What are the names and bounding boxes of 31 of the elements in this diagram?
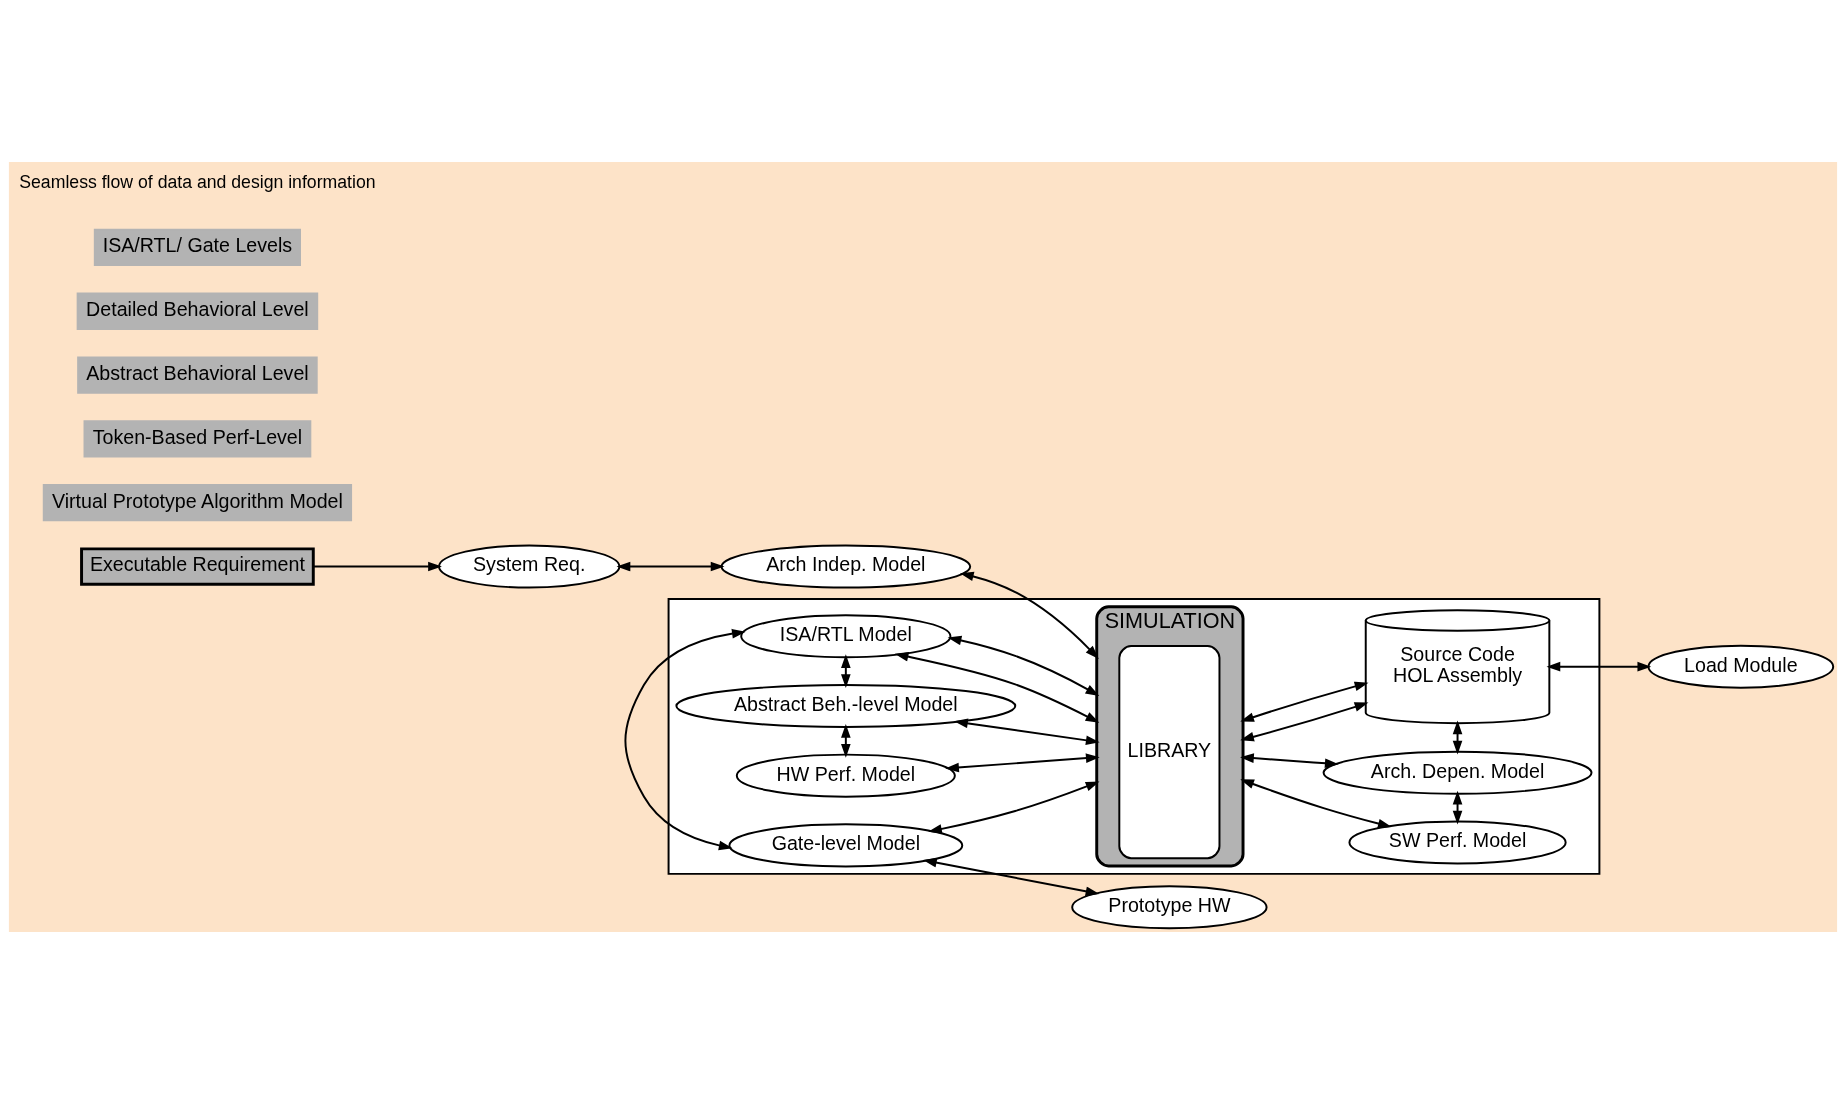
arrow bbox=[624, 628, 746, 851]
arrow bbox=[923, 857, 1100, 897]
node-ellipse: HW Perf. Model bbox=[735, 753, 956, 798]
arrow bbox=[1452, 720, 1463, 755]
node-box: LIBRARY bbox=[1118, 645, 1221, 860]
arrow bbox=[1546, 661, 1652, 672]
arrow bbox=[959, 571, 1099, 659]
node-box: Token-Based Perf-Level bbox=[83, 420, 312, 458]
cluster bbox=[667, 597, 1601, 875]
arrow bbox=[947, 635, 1100, 697]
label: Seamless flow of data and design information bbox=[19, 171, 376, 192]
node-ellipse: ISA/RTL Model bbox=[740, 614, 952, 659]
node-box: Executable Requirement bbox=[80, 547, 315, 586]
arrow bbox=[954, 718, 1100, 746]
arrow bbox=[928, 781, 1100, 834]
arrow bbox=[1240, 779, 1392, 829]
node-ellipse: Load Module bbox=[1647, 644, 1835, 689]
node-ellipse: System Req. bbox=[438, 544, 621, 589]
arrow bbox=[1240, 753, 1339, 769]
arrow bbox=[1452, 790, 1463, 825]
node-box: Virtual Prototype Algorithm Model bbox=[42, 484, 353, 522]
arrow bbox=[1240, 702, 1369, 742]
arrow bbox=[945, 753, 1100, 773]
node-box: ISA/RTL/ Gate Levels bbox=[93, 228, 301, 267]
node-box: Detailed Behavioral Level bbox=[76, 292, 319, 330]
node-ellipse: Arch Indep. Model bbox=[720, 544, 972, 589]
arrow bbox=[1240, 681, 1369, 722]
arrow bbox=[616, 561, 725, 572]
arrow bbox=[894, 651, 1100, 723]
arrow bbox=[312, 561, 442, 572]
node-box: Abstract Behavioral Level bbox=[77, 356, 318, 394]
